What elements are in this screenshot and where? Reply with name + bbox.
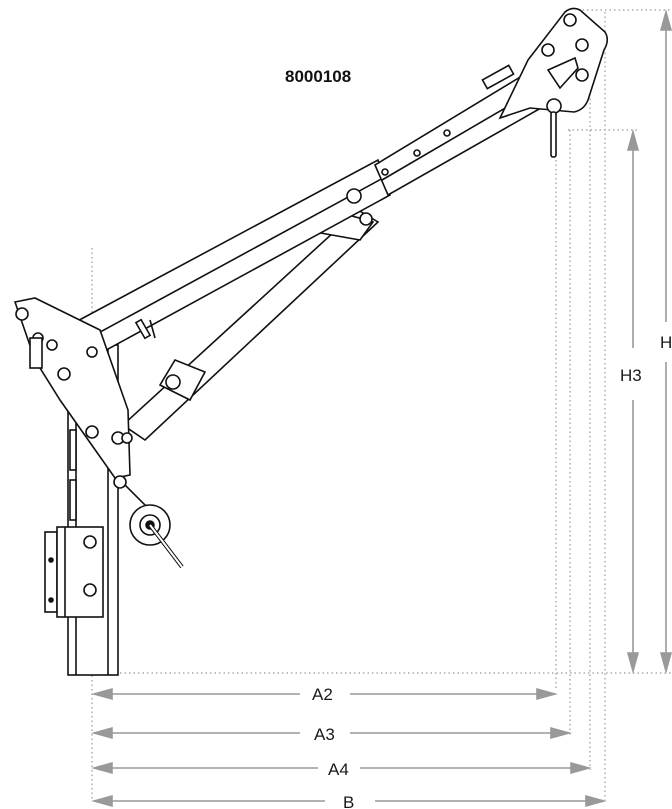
dimension-label-a2: A2: [312, 685, 333, 704]
winch: [124, 484, 184, 569]
strut: [121, 209, 380, 442]
dimension-label-h3: H3: [620, 366, 642, 385]
dimension-lines: [91, 9, 672, 808]
pivot-plate: [13, 297, 133, 489]
model-number: 8000108: [285, 67, 351, 86]
dimension-label-h: H: [660, 333, 672, 352]
dimension-label-b: B: [343, 793, 354, 809]
boom: [68, 63, 557, 362]
dimension-label-a4: A4: [328, 760, 349, 779]
base-bracket: [44, 526, 104, 618]
boom-head: [498, 7, 609, 158]
dimension-label-a3: A3: [314, 725, 335, 744]
